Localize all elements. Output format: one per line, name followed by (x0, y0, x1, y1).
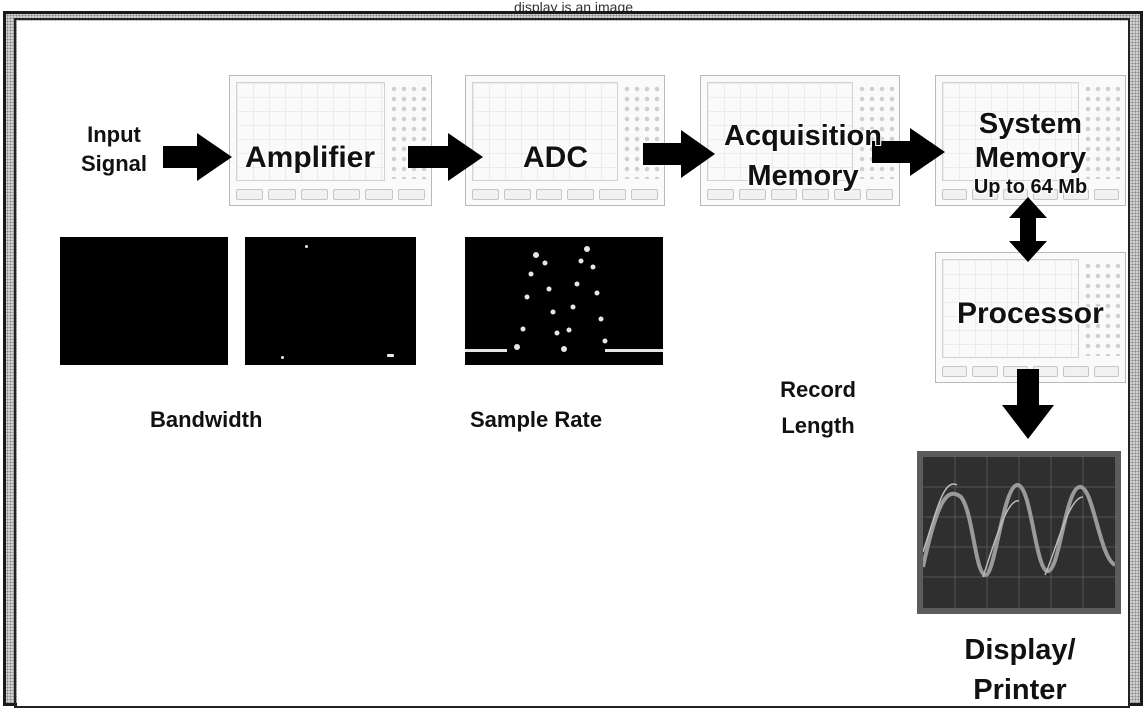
bandwidth-screen-2 (245, 237, 416, 365)
sample-rate-caption: Sample Rate (470, 407, 603, 432)
right-arrow-icon (408, 133, 483, 181)
down-arrow-icon (1002, 369, 1054, 439)
system-memory-label: System Memory Up to 64 Mb (973, 108, 1088, 198)
sampled-waveform (465, 246, 663, 352)
acquisition-memory-label: Acquisition Memory (724, 120, 882, 192)
bandwidth-screen-1 (60, 237, 228, 365)
input-signal-label: Input Signal (80, 122, 147, 176)
display-waveform (921, 457, 1117, 608)
processor-label: Processor (957, 297, 1104, 330)
display-screen (917, 451, 1121, 614)
display-printer-label: Display/ Printer (964, 634, 1076, 706)
bandwidth-caption: Bandwidth (150, 407, 263, 432)
sample-rate-screen (465, 237, 663, 365)
double-vertical-arrow-icon (1009, 197, 1047, 262)
record-length-caption: Record Length (780, 377, 856, 438)
right-arrow-icon (163, 133, 232, 181)
system-memory-scope-panel (935, 75, 1126, 206)
acquisition-scope-panel (700, 75, 900, 206)
right-arrow-icon (872, 128, 945, 176)
amplifier-label: Amplifier (245, 141, 376, 174)
adc-label: ADC (523, 141, 588, 174)
right-arrow-icon (643, 130, 715, 178)
amplifier-scope-panel (229, 75, 432, 206)
top-caption: display is an image (513, 0, 634, 14)
adc-scope-panel (465, 75, 665, 206)
